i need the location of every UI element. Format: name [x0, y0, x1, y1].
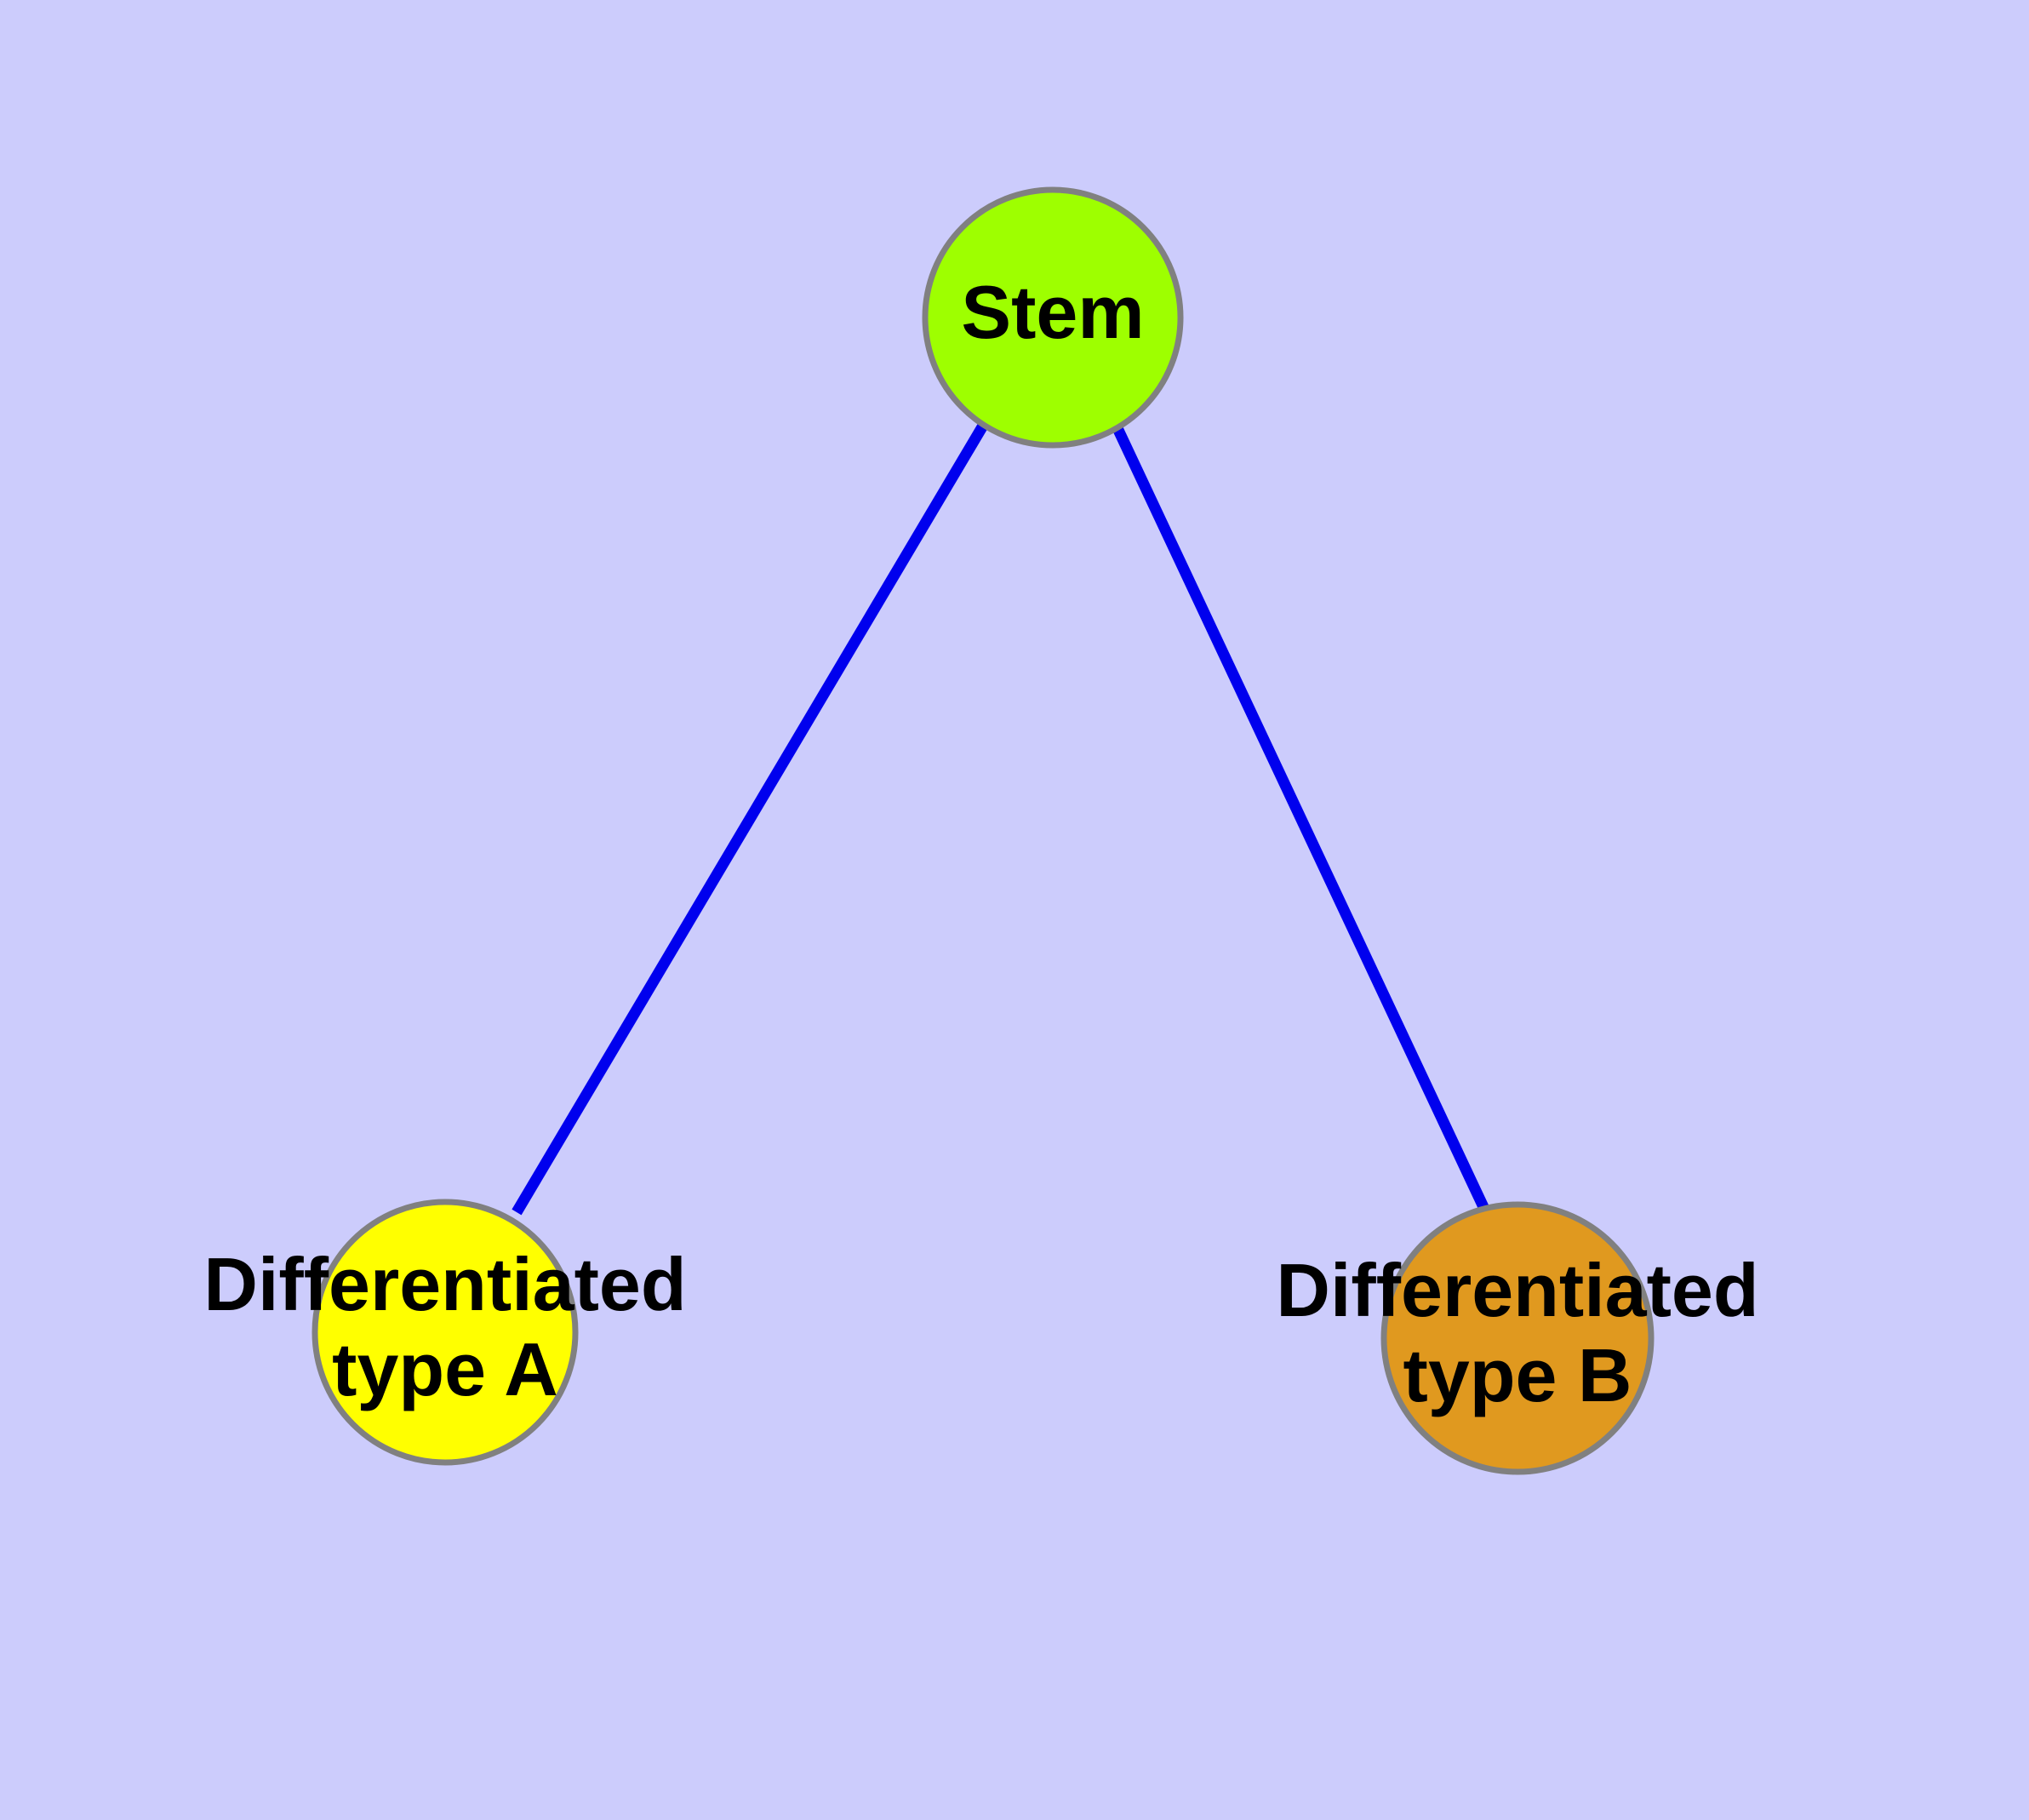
node-circle-stem[interactable]	[922, 186, 1184, 449]
node-stem[interactable]: Stem	[922, 186, 1184, 449]
node-label-stem-line-1: Stem	[961, 270, 1144, 354]
node-label-diff-b-line-2: type B	[1403, 1333, 1632, 1417]
node-label-diff-a-line-2: type A	[332, 1327, 558, 1411]
edge-stem-to-diff-a	[512, 422, 988, 1216]
node-circle-diff-a[interactable]	[311, 1199, 579, 1466]
edges-layer	[512, 422, 1496, 1226]
node-label-diff-a-line-1: Differentiated	[203, 1242, 686, 1326]
node-circle-diff-b[interactable]	[1380, 1201, 1655, 1475]
edge-stem-to-diff-b	[1112, 426, 1496, 1226]
node-label-diff-b-line-1: Differentiated	[1276, 1248, 1758, 1332]
